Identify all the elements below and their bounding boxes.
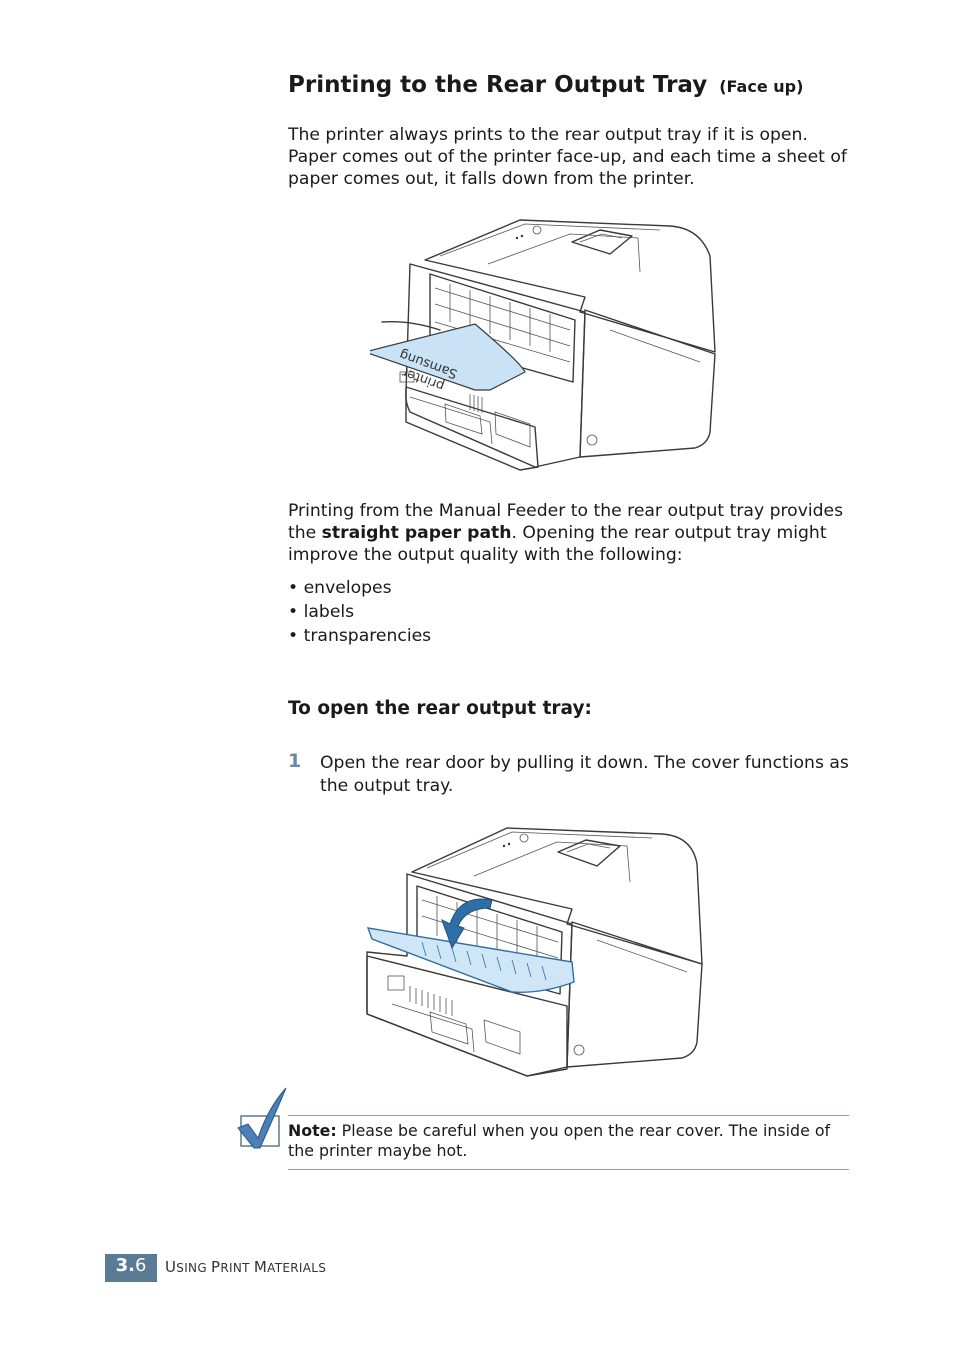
page-title: Printing to the Rear Output Tray (Face u… bbox=[288, 72, 804, 98]
note-bottom-divider bbox=[288, 1169, 849, 1170]
section-subheading: To open the rear output tray: bbox=[288, 698, 592, 719]
printer-open-rear-door-illustration bbox=[366, 827, 703, 1077]
paper-sheet bbox=[370, 323, 526, 391]
step-number: 1 bbox=[288, 750, 302, 772]
list-item: • transparencies bbox=[288, 626, 432, 646]
list-item: • envelopes bbox=[288, 578, 392, 598]
page-number-badge bbox=[105, 1254, 157, 1282]
note-label: Note: bbox=[288, 1121, 337, 1140]
step-text: Open the rear door by pulling it down. T… bbox=[320, 753, 849, 796]
straight-path-paragraph: Printing from the Manual Feeder to the r… bbox=[288, 501, 844, 565]
list-item: • labels bbox=[288, 602, 355, 622]
checkmark-note-icon bbox=[237, 1087, 287, 1149]
footer-section-title: USING PRINT MATERIALS bbox=[165, 1258, 327, 1276]
rear-door bbox=[366, 927, 575, 993]
intro-paragraph: The printer always prints to the rear ou… bbox=[288, 125, 847, 189]
open-direction-arrow-icon bbox=[441, 898, 493, 950]
media-list: • envelopes • labels • transparencies bbox=[288, 576, 431, 648]
straight-path-bold: straight paper path bbox=[321, 523, 512, 543]
note-top-divider bbox=[288, 1115, 849, 1116]
page-title-suffix: (Face up) bbox=[719, 77, 804, 96]
note-text: Note: Please be careful when you open th… bbox=[288, 1121, 831, 1160]
page-number: 3.6 bbox=[115, 1255, 147, 1276]
printer-rear-output-illustration: Samsung printer bbox=[370, 219, 716, 471]
